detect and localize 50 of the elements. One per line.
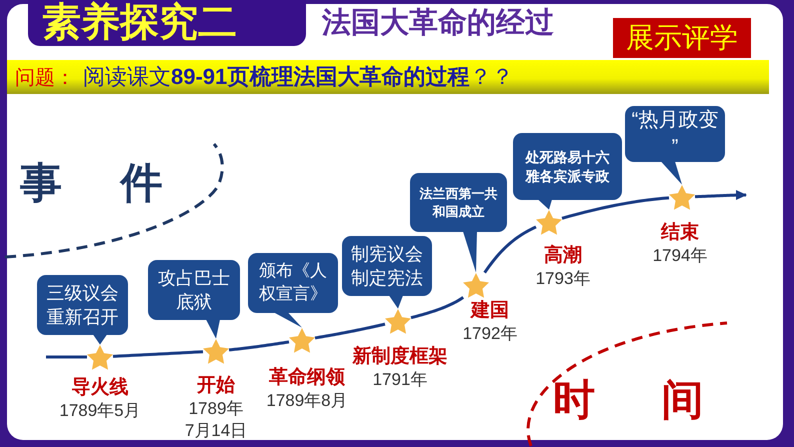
timeline-line [483,226,537,274]
star-icon [203,338,229,364]
event-label: 开始 [197,374,235,398]
timeline-line [112,350,204,358]
timeline-line [46,356,88,358]
event-label: 建国 [471,299,509,323]
speech-bubble: 攻占巴士底狱 [148,260,240,320]
axis-caption: 事 件 [20,157,163,209]
timeline-arrow [694,190,747,200]
speech-bubble: 制宪议会制定宪法 [342,236,432,296]
date-label: 1789年5月 [59,400,141,422]
section-tab: 素养探究二 [28,0,306,46]
event-label: 结束 [661,221,699,245]
callout-pointer [661,162,682,185]
date-label: 1792年 [462,323,518,345]
speech-bubble: 处死路易十六雅各宾派专政 [513,133,622,200]
event-label: 导火线 [72,376,128,400]
event-label: 革命纲领 [269,366,345,390]
star-icon [463,272,489,298]
speech-bubble: 法兰西第一共和国成立 [410,173,507,232]
star-icon [289,328,315,352]
topic-heading: 法国大革命的经过 [322,6,554,41]
speech-bubble: 颁布《人权宣言》 [248,253,338,313]
timeline-line [314,322,386,340]
callout-pointer [93,334,107,345]
date-label: 1791年 [372,369,428,391]
axis-caption: 时 间 [553,374,704,426]
date-label: 1794年 [652,245,708,267]
timeline-line [562,196,670,220]
callout-pointer [463,232,477,273]
star-icon [385,308,411,334]
star-icon [669,184,695,210]
question-label: 问题： [15,66,75,90]
star-icon [536,210,562,234]
callout-pointer [274,312,302,328]
event-label: 高潮 [544,244,582,268]
callout-pointer [206,320,220,339]
date-label: 1789年8月 [266,390,348,412]
question-text: 阅读课文89-91页梳理法国大革命的过程？？ [83,63,514,91]
speech-bubble: “热月政变” [625,106,725,162]
timeline-line [228,340,290,352]
callout-pointer [538,200,552,210]
date-label: 1789年7月14日 [184,398,248,442]
event-label: 新制度框架 [352,345,448,369]
speech-bubble: 三级议会重新召开 [37,275,128,335]
date-label: 1793年 [536,268,590,290]
timeline-line [410,296,464,320]
callout-pointer [389,296,403,309]
star-icon [87,344,113,370]
activity-tag: 展示评学 [613,18,751,58]
